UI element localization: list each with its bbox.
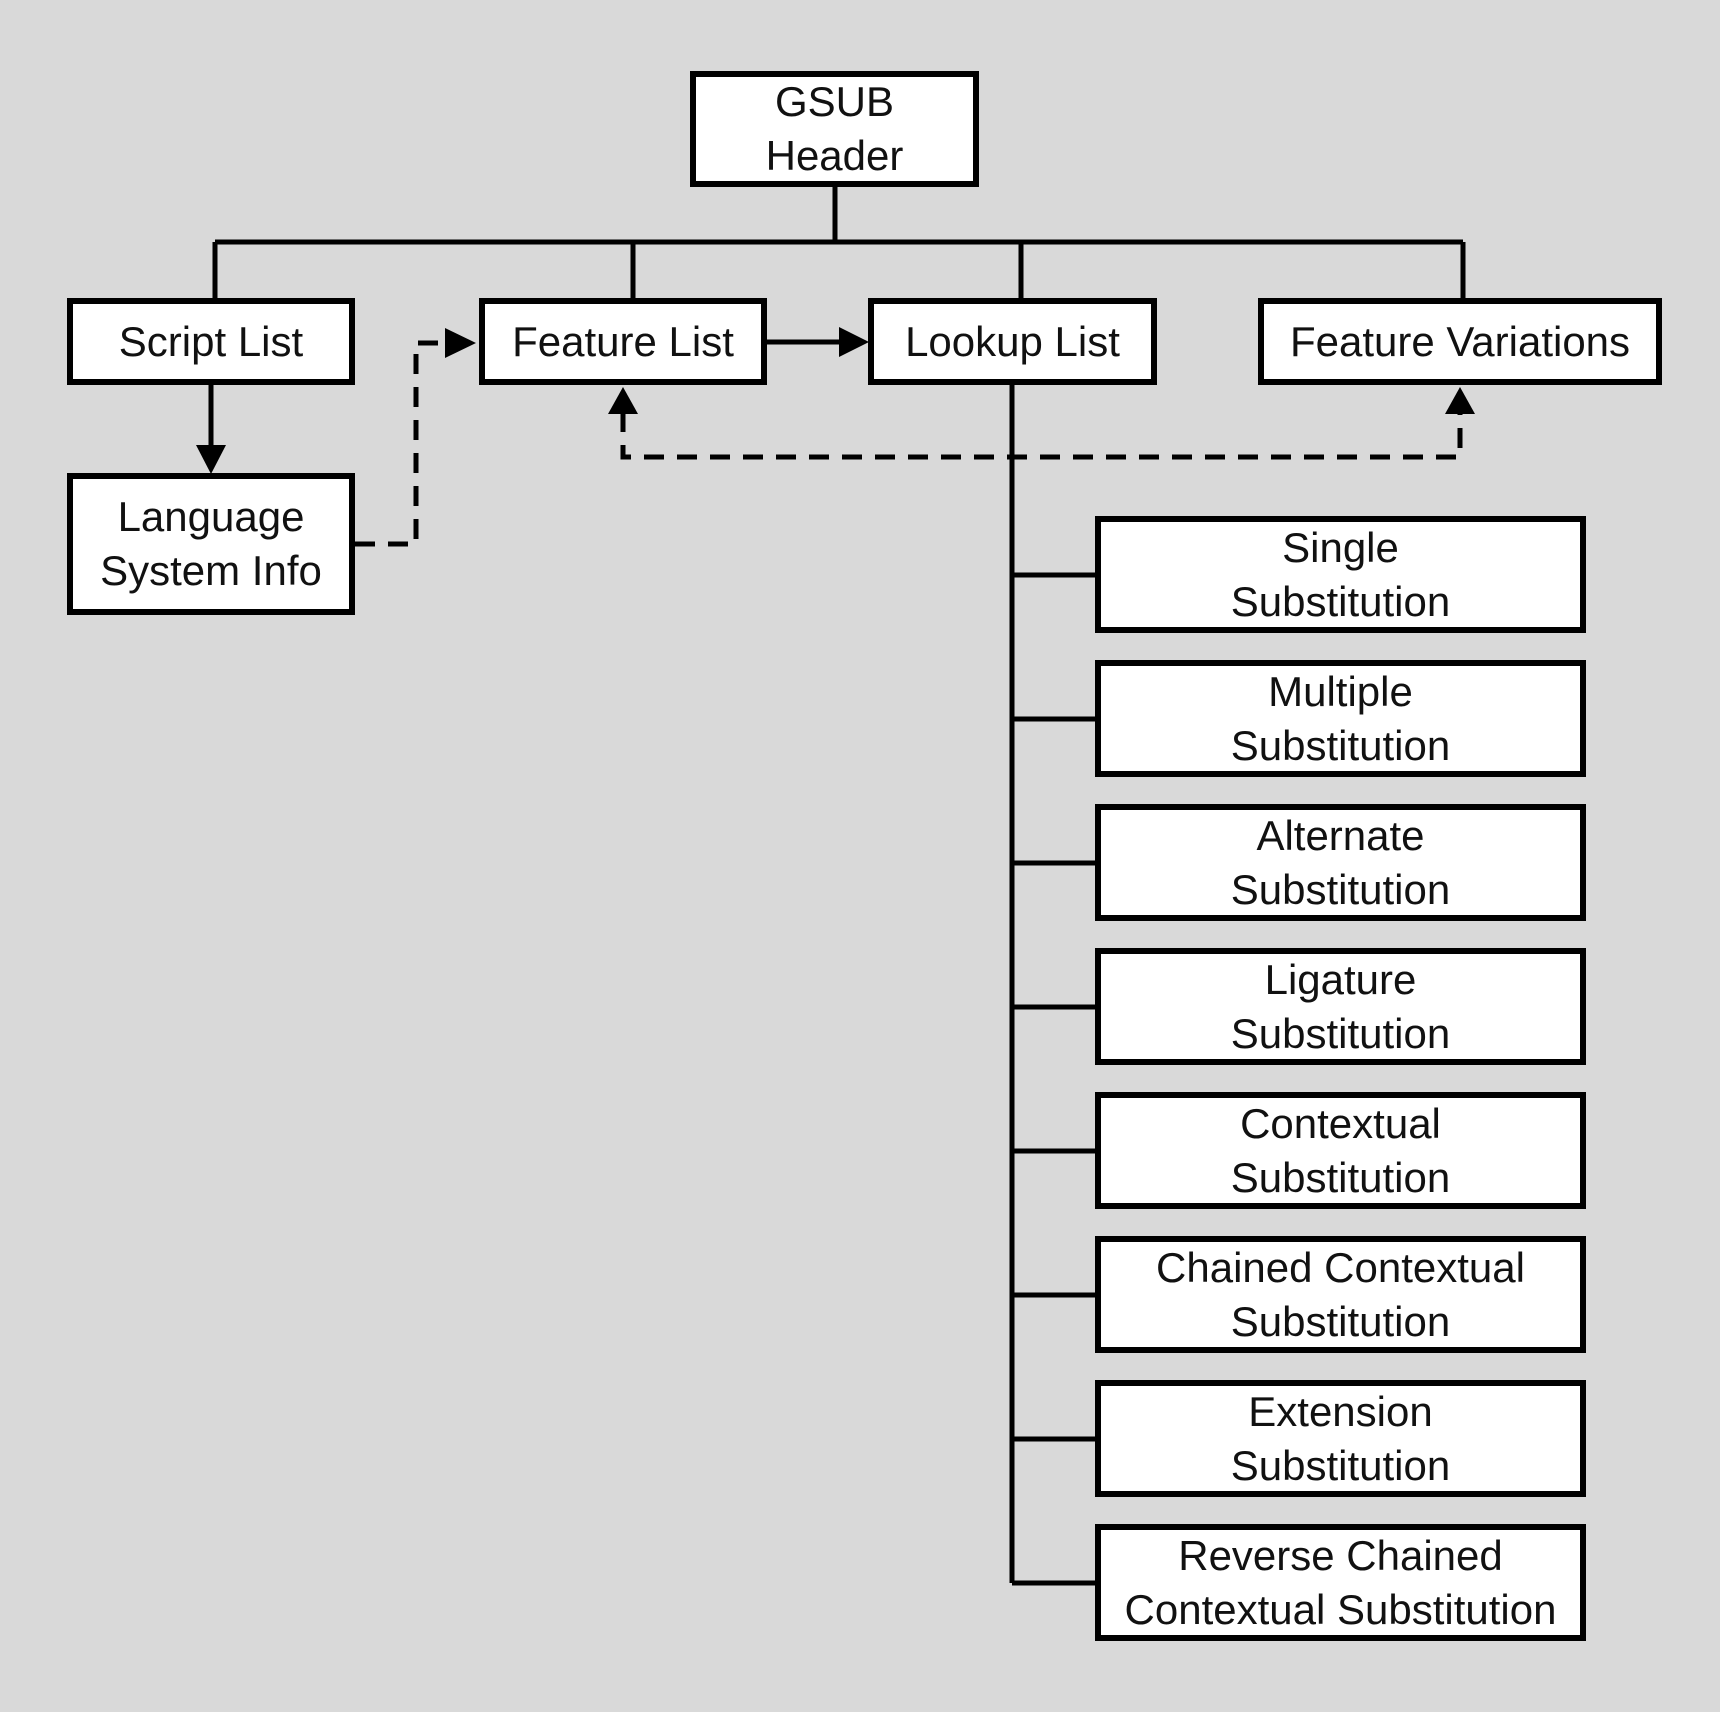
node-label: Language <box>117 493 305 540</box>
node-label: Header <box>765 132 904 179</box>
node-label: System Info <box>100 547 322 594</box>
node-label: Contextual <box>1240 1099 1441 1147</box>
node-label: Extension <box>1248 1387 1433 1435</box>
node-label: Alternate <box>1256 811 1425 859</box>
node-label: Single <box>1282 523 1399 571</box>
arrowhead-into-feature-list-left <box>445 328 476 358</box>
node-label: Substitution <box>1230 577 1451 625</box>
node-ligature-substitution: Ligature Substitution <box>1095 948 1586 1065</box>
node-gsub-header: GSUB Header <box>690 71 979 187</box>
node-label: Substitution <box>1230 865 1451 913</box>
node-label: Lookup List <box>905 317 1120 365</box>
node-feature-variations: Feature Variations <box>1258 298 1662 385</box>
arrowhead-into-feature-list-bottom <box>608 387 638 414</box>
node-reverse-chained-contextual-substitution: Reverse Chained Contextual Substitution <box>1095 1524 1586 1641</box>
node-language-system-info: Language System Info <box>67 473 355 615</box>
node-label: Substitution <box>1230 1441 1451 1489</box>
node-chained-contextual-substitution: Chained Contextual Substitution <box>1095 1236 1586 1353</box>
node-label: Contextual Substitution <box>1124 1585 1557 1633</box>
node-label: Substitution <box>1230 1297 1451 1345</box>
edge-dashed-feedback-line <box>620 412 1463 460</box>
node-extension-substitution: Extension Substitution <box>1095 1380 1586 1497</box>
node-script-list: Script List <box>67 298 355 385</box>
node-label: Script List <box>118 317 304 365</box>
node-multiple-substitution: Multiple Substitution <box>1095 660 1586 777</box>
arrowhead-into-feature-variations-bottom <box>1445 387 1475 414</box>
node-single-substitution: Single Substitution <box>1095 516 1586 633</box>
arrowhead-into-language-system-info <box>196 445 226 474</box>
node-label: Substitution <box>1230 1153 1451 1201</box>
node-label: Feature List <box>512 317 734 365</box>
node-label: GSUB <box>774 78 895 125</box>
node-feature-list: Feature List <box>479 298 767 385</box>
node-label: Feature Variations <box>1289 317 1631 365</box>
node-label: Chained Contextual <box>1156 1243 1525 1291</box>
node-alternate-substitution: Alternate Substitution <box>1095 804 1586 921</box>
node-label: Multiple <box>1268 667 1413 715</box>
edge-langsys-to-feature-line <box>355 340 446 547</box>
node-label: Ligature <box>1264 955 1417 1003</box>
node-lookup-list: Lookup List <box>868 298 1157 385</box>
node-contextual-substitution: Contextual Substitution <box>1095 1092 1586 1209</box>
node-label: Substitution <box>1230 721 1451 769</box>
node-label: Substitution <box>1230 1009 1451 1057</box>
node-label: Reverse Chained <box>1178 1531 1503 1579</box>
arrowhead-into-lookup-list-left <box>839 327 869 357</box>
